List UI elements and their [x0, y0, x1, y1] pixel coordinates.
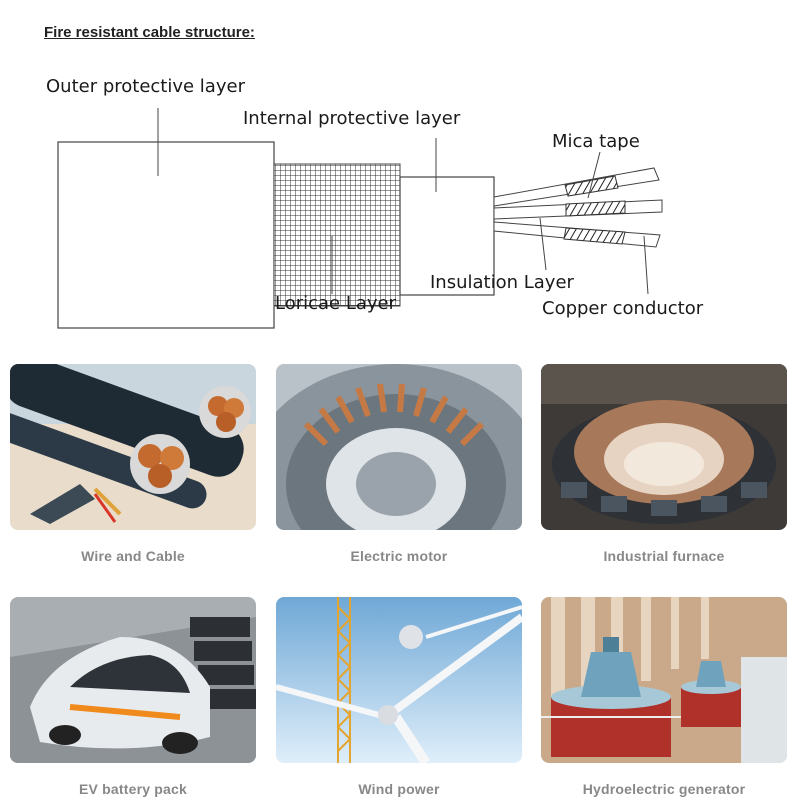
- caption: EV battery pack: [78, 781, 188, 797]
- loricae-layer: [273, 163, 401, 307]
- wind-turbine-photo: [276, 597, 522, 763]
- caption: Industrial furnace: [603, 548, 725, 564]
- label-outer-protective-layer: Outer protective layer: [46, 76, 246, 97]
- motor-photo: [276, 364, 522, 530]
- outer-protective-layer: [57, 141, 275, 329]
- leader-mica: [587, 151, 601, 199]
- conductor-middle: [493, 199, 663, 220]
- caption: Hydroelectric generator: [582, 781, 746, 797]
- hydro-generator-photo: [541, 597, 787, 763]
- caption: Wind power: [358, 781, 440, 797]
- page-title: Fire resistant cable structure:: [44, 24, 255, 41]
- caption: Wire and Cable: [81, 548, 185, 564]
- application-card: EV battery pack: [10, 597, 256, 797]
- leader-copper: [643, 235, 649, 295]
- label-loricae-layer: Loricae Layer: [275, 293, 397, 314]
- ev-photo: [10, 597, 256, 763]
- leader-insulation: [539, 217, 547, 271]
- label-copper-conductor: Copper conductor: [542, 298, 704, 319]
- label-mica-tape: Mica tape: [552, 131, 640, 152]
- conductor-top: [493, 167, 660, 207]
- label-insulation-layer: Insulation Layer: [430, 272, 575, 293]
- furnace-photo: [541, 364, 787, 530]
- application-card: Electric motor: [276, 364, 522, 564]
- caption: Electric motor: [350, 548, 448, 564]
- conductor-bottom: [493, 221, 661, 248]
- cable-structure-diagram: Outer protective layer Internal protecti…: [46, 76, 704, 329]
- cable-photo: [10, 364, 256, 530]
- application-card: Wire and Cable: [10, 364, 256, 564]
- application-card: Hydroelectric generator: [541, 597, 787, 797]
- internal-protective-layer: [399, 176, 495, 296]
- application-card: Industrial furnace: [541, 364, 787, 564]
- label-internal-protective-layer: Internal protective layer: [243, 108, 461, 129]
- application-card: Wind power: [276, 597, 522, 797]
